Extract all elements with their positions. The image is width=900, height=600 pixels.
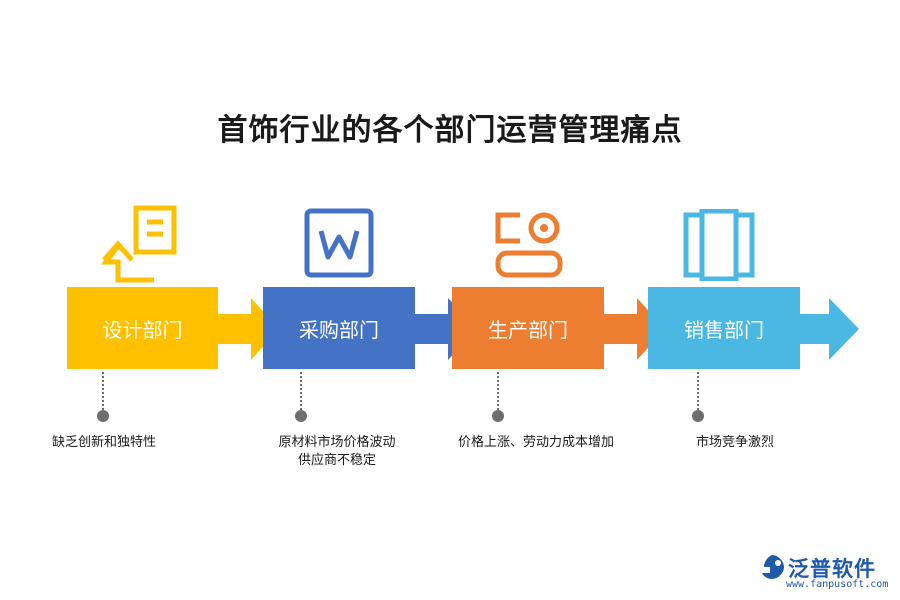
- design-return-icon: [101, 205, 177, 283]
- connector-line: [497, 372, 500, 410]
- brand-url: www.fanpusoft.com: [786, 579, 889, 590]
- production-panel-icon: [495, 212, 563, 278]
- diagram-title: 首饰行业的各个部门运营管理痛点: [217, 113, 683, 148]
- note-line: 市场竞争激烈: [695, 435, 774, 450]
- sales-columns-icon: [683, 209, 755, 281]
- connector-line: [697, 372, 700, 410]
- connector-dot: [692, 410, 704, 422]
- connector-dot: [97, 410, 109, 422]
- flow-arrow-4: [799, 298, 859, 360]
- department-box-sales: 销售部门: [648, 287, 800, 369]
- department-label: 设计部门: [102, 317, 183, 342]
- pain-point-note-design: 缺乏创新和独特性: [52, 434, 172, 452]
- brand-name: 泛普软件: [788, 557, 876, 581]
- connector-dot: [492, 410, 504, 422]
- connector-line: [102, 372, 105, 410]
- note-line: 价格上涨、劳动力成本增加: [457, 435, 614, 450]
- department-label: 生产部门: [488, 317, 568, 342]
- department-box-production: 生产部门: [452, 287, 604, 369]
- connector-dot: [295, 410, 307, 422]
- department-box-purchasing: 采购部门: [263, 287, 415, 369]
- note-line: 原材料市场价格波动: [278, 435, 396, 450]
- connector-line: [300, 372, 303, 410]
- note-line: 供应商不稳定: [297, 453, 376, 468]
- word-document-icon: [304, 208, 374, 278]
- pain-point-note-purchasing: 原材料市场价格波动 供应商不稳定: [262, 434, 412, 470]
- brand-logo-icon: [762, 555, 784, 579]
- brand-logo: 泛普软件 www.fanpusoft.com: [758, 551, 888, 593]
- department-label: 采购部门: [299, 317, 379, 342]
- note-line: 缺乏创新和独特性: [52, 435, 157, 450]
- department-box-design: 设计部门: [67, 287, 218, 369]
- department-label: 销售部门: [684, 317, 764, 342]
- pain-point-note-production: 价格上涨、劳动力成本增加: [444, 434, 628, 452]
- pain-point-note-sales: 市场竞争激烈: [680, 434, 790, 452]
